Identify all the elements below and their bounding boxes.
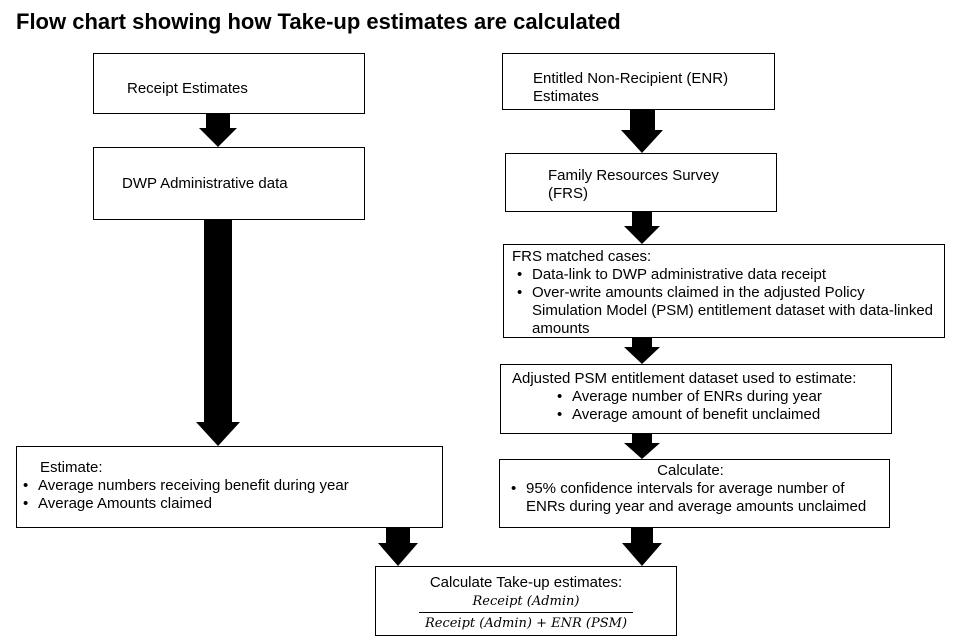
estimate-bullet: Average Amounts claimed	[18, 495, 442, 513]
adjusted-psm-bullet: Average amount of benefit unclaimed	[552, 406, 891, 424]
receipt-estimates-box: Receipt Estimates	[93, 53, 365, 114]
calculate-box: Calculate: 95% confidence intervals for …	[499, 459, 890, 528]
arrow-receipt-to-dwp	[199, 113, 237, 147]
dwp-admin-box: DWP Administrative data	[93, 147, 365, 220]
arrow-calculate-to-final	[622, 527, 662, 566]
dwp-admin-label: DWP Administrative data	[122, 175, 288, 192]
formula-denominator: Receipt (Admin) + ENR (PSM)	[424, 616, 628, 631]
frs-matched-heading: FRS matched cases:	[512, 248, 652, 265]
arrow-estimate-to-final	[378, 527, 418, 566]
enr-estimates-line2: Estimates	[533, 88, 599, 105]
arrow-enr-to-frs	[621, 109, 663, 153]
take-up-formula: Receipt (Admin) Receipt (Admin) + ENR (P…	[418, 593, 634, 633]
frs-matched-bullet: Over-write amounts claimed in the adjust…	[512, 284, 936, 338]
frs-matched-box: FRS matched cases: Data-link to DWP admi…	[503, 244, 945, 338]
arrow-frs-to-matched	[624, 211, 660, 244]
arrow-adjusted-to-calculate	[624, 433, 660, 459]
calculate-heading: Calculate:	[657, 462, 724, 479]
receipt-estimates-label: Receipt Estimates	[127, 80, 248, 97]
frs-line1: Family Resources Survey	[548, 167, 719, 184]
frs-line2: (FRS)	[548, 185, 588, 202]
take-up-heading: Calculate Take-up estimates:	[429, 574, 623, 591]
arrow-matched-to-adjusted	[624, 337, 660, 364]
adjusted-psm-box: Adjusted PSM entitlement dataset used to…	[500, 364, 892, 434]
enr-estimates-box: Entitled Non-Recipient (ENR) Estimates	[502, 53, 775, 110]
frs-matched-bullet: Data-link to DWP administrative data rec…	[512, 266, 936, 284]
adjusted-psm-heading: Adjusted PSM entitlement dataset used to…	[512, 370, 857, 387]
estimate-bullet: Average numbers receiving benefit during…	[18, 477, 442, 495]
fraction-bar	[418, 612, 634, 613]
calculate-bullet: 95% confidence intervals for average num…	[506, 480, 875, 516]
enr-estimates-line1: Entitled Non-Recipient (ENR)	[533, 70, 729, 87]
estimate-box: Estimate: Average numbers receiving bene…	[16, 446, 443, 528]
page-title: Flow chart showing how Take-up estimates…	[16, 9, 621, 34]
take-up-box: Calculate Take-up estimates: Receipt (Ad…	[375, 566, 677, 636]
arrow-dwp-to-estimate	[196, 219, 240, 446]
frs-box: Family Resources Survey (FRS)	[505, 153, 777, 212]
adjusted-psm-bullet: Average number of ENRs during year	[552, 388, 891, 406]
estimate-heading: Estimate:	[40, 459, 103, 476]
formula-numerator: Receipt (Admin)	[472, 594, 580, 609]
